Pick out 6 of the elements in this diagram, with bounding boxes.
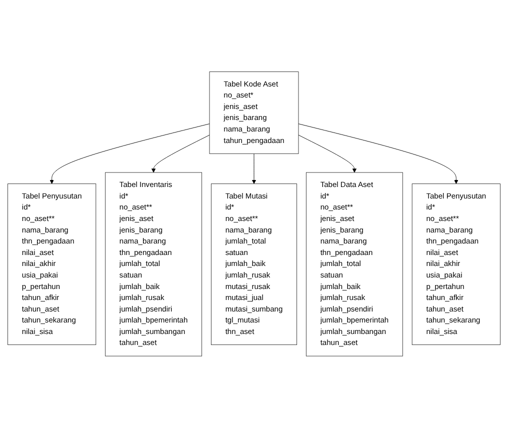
- node-box: [8, 184, 96, 346]
- node-box: [209, 72, 299, 154]
- node-box: [105, 172, 202, 356]
- node-box: [210, 184, 298, 346]
- node-box: [412, 184, 500, 346]
- node-box: [306, 172, 403, 356]
